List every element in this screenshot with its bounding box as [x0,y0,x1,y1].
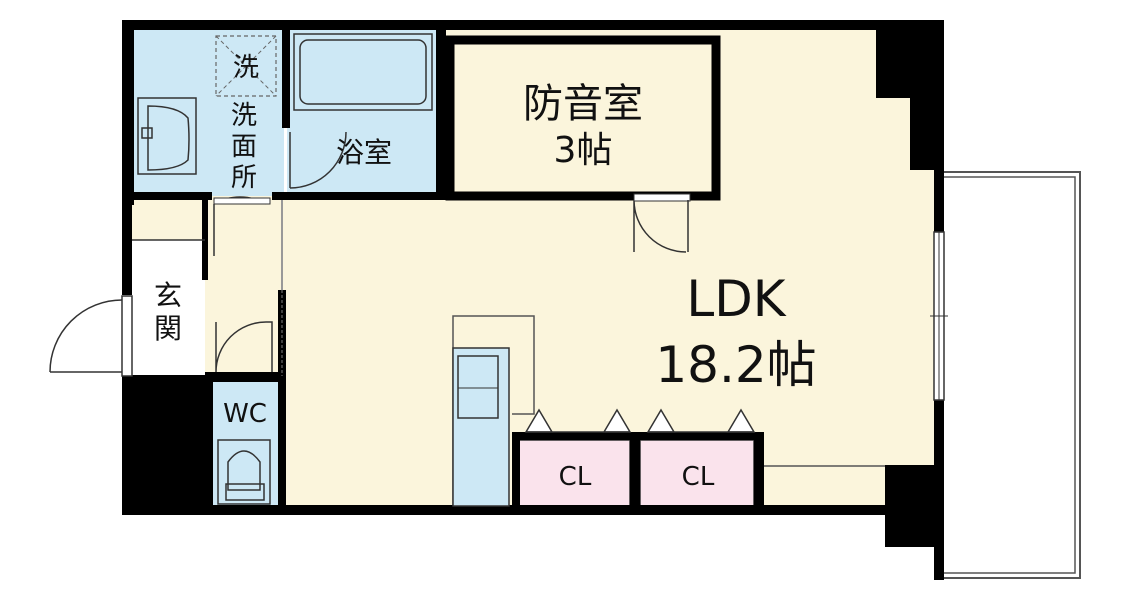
soundproof-door-jamb [633,193,691,202]
washroom-door-jamb [213,197,271,205]
closet-right-name: CL [682,462,715,492]
washer-space [215,35,277,97]
closet-left-name: CL [559,462,592,492]
entrance-label-2: 関 [154,312,182,345]
washroom-label-3: 所 [231,163,257,193]
washer-label: 洗 [233,53,259,83]
soundproof-name: 防音室 [523,81,643,127]
washroom-label-1: 洗 [231,101,257,131]
entrance-step-area [132,200,205,240]
bathtub [293,33,433,111]
hall-floor [205,196,285,376]
soundproof-floor [455,44,713,192]
soundproof-size: 3帖 [554,130,613,171]
toilet [217,439,271,505]
wash-basin [137,97,197,175]
entrance-door-frame [121,295,133,377]
closet-door-markers [524,408,756,433]
entrance-label-1: 玄 [154,279,182,312]
ldk-name: LDK [686,270,786,328]
soundproof-wall [445,35,721,201]
bath-door [289,131,347,189]
balcony [940,171,1081,579]
bath-name: 浴室 [336,136,392,169]
washroom-label-2: 面 [231,132,257,162]
ldk-window [930,231,948,401]
wc-name: WC [223,399,267,429]
soundproof-door [633,199,687,253]
walls [122,20,944,580]
entrance-door [49,299,123,373]
kitchen-counter [452,315,535,507]
wc-door [215,321,273,373]
ldk-size: 18.2帖 [655,336,816,394]
